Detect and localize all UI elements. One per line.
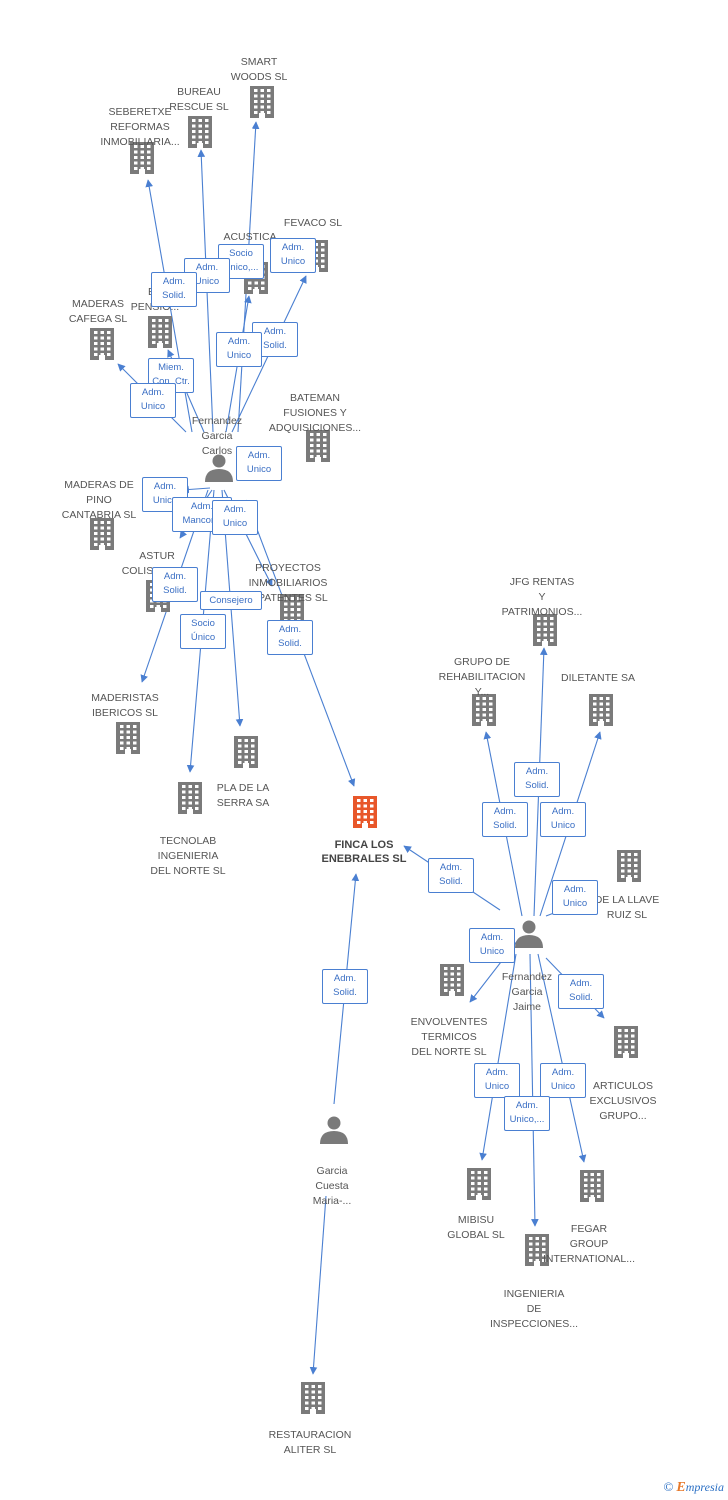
llave-building-icon[interactable] xyxy=(617,850,641,882)
node-label-diletante[interactable]: DILETANTE SA xyxy=(561,672,635,684)
node-label-envolventes[interactable]: ENVOLVENTES TERMICOS DEL NORTE SL xyxy=(410,1016,488,1058)
node-label-bureau[interactable]: BUREAU RESCUE SL xyxy=(169,86,229,113)
ba-building-icon[interactable] xyxy=(148,316,172,348)
edge-jaime-mibisu xyxy=(479,953,517,1161)
role-tag[interactable]: Adm. Solid. xyxy=(514,762,560,797)
node-label-carlos[interactable]: Fernandez Garcia Carlos xyxy=(191,415,243,457)
role-tag[interactable]: Adm. Unico xyxy=(469,928,515,963)
bateman-building-icon[interactable] xyxy=(306,430,330,462)
role-tag[interactable]: Adm. Solid. xyxy=(482,802,528,837)
node-label-jaime[interactable]: Fernandez Garcia Jaime xyxy=(501,971,553,1013)
role-tag[interactable]: Adm. Solid. xyxy=(428,858,474,893)
edge-maria-restauracion xyxy=(309,1195,327,1375)
role-tag[interactable]: Adm. Unico xyxy=(552,880,598,915)
role-tag[interactable]: Adm. Unico xyxy=(236,446,282,481)
empresia-logo-initial: E xyxy=(676,1480,686,1495)
finca-building-icon[interactable] xyxy=(353,796,377,828)
role-tag[interactable]: Adm. Unico xyxy=(540,802,586,837)
role-tag[interactable]: Adm. Solid. xyxy=(152,567,198,602)
empresia-logo-text: mpresia xyxy=(685,1480,724,1494)
node-label-llave[interactable]: DE LA LLAVE RUIZ SL xyxy=(594,894,660,921)
pla-building-icon[interactable] xyxy=(234,736,258,768)
node-label-fevaco[interactable]: FEVACO SL xyxy=(283,217,343,229)
node-label-maderascafega[interactable]: MADERAS CAFEGA SL xyxy=(68,298,128,325)
node-label-maderistas[interactable]: MADERISTAS IBERICOS SL xyxy=(91,692,159,719)
diletante-building-icon[interactable] xyxy=(589,694,613,726)
edge-jaime-ingenieria xyxy=(529,953,539,1227)
fegar-building-icon[interactable] xyxy=(580,1170,604,1202)
maderaspino-building-icon[interactable] xyxy=(90,518,114,550)
node-label-bateman[interactable]: BATEMAN FUSIONES Y ADQUISICIONES... xyxy=(268,392,362,434)
node-label-maderaspino[interactable]: MADERAS DE PINO CANTABRIA SL xyxy=(61,479,137,521)
node-label-seberetxe[interactable]: SEBERETXE REFORMAS INMOBILIARIA... xyxy=(100,106,180,148)
role-tag[interactable]: Adm. Unico xyxy=(540,1063,586,1098)
node-label-fegar[interactable]: FEGAR GROUP INTERNATIONAL... xyxy=(543,1223,635,1265)
node-label-articulos[interactable]: ARTICULOS EXCLUSIVOS GRUPO... xyxy=(589,1080,657,1122)
restauracion-building-icon[interactable] xyxy=(301,1382,325,1414)
maderistas-building-icon[interactable] xyxy=(116,722,140,754)
role-tag[interactable]: Adm. Solid. xyxy=(151,272,197,307)
role-tag[interactable]: Adm. Unico,... xyxy=(504,1096,550,1131)
jfg-building-icon[interactable] xyxy=(533,614,557,646)
role-tag[interactable]: Consejero xyxy=(200,591,262,610)
role-tag[interactable]: Adm. Unico xyxy=(270,238,316,273)
role-tag[interactable]: Adm. Unico xyxy=(474,1063,520,1098)
node-label-proyectos[interactable]: PROYECTOS INMOBILIARIOS Y PATENTES SL xyxy=(248,562,328,604)
tecnolab-building-icon[interactable] xyxy=(178,782,202,814)
maria-person-icon[interactable] xyxy=(320,1116,348,1145)
node-label-smart[interactable]: SMART WOODS SL xyxy=(230,56,288,83)
node-label-finca[interactable]: FINCA LOS ENEBRALES SL xyxy=(321,839,407,865)
node-label-tecnolab[interactable]: TECNOLAB INGENIERIA DEL NORTE SL xyxy=(150,835,226,877)
role-tag[interactable]: Adm. Unico xyxy=(216,332,262,367)
role-tag[interactable]: Adm. Solid. xyxy=(267,620,313,655)
jaime-person-icon[interactable] xyxy=(515,920,543,949)
grupo-building-icon[interactable] xyxy=(472,694,496,726)
role-tag[interactable]: Socio Único xyxy=(180,614,226,649)
node-label-maria[interactable]: Garcia Cuesta Maria-... xyxy=(312,1165,352,1207)
role-tag[interactable]: Adm. Unico xyxy=(130,383,176,418)
maderascafega-building-icon[interactable] xyxy=(90,328,114,360)
empresia-watermark: © Empresia xyxy=(664,1479,724,1496)
edge-jaime-fegar xyxy=(537,953,587,1163)
articulos-building-icon[interactable] xyxy=(614,1026,638,1058)
node-label-ingenieria[interactable]: INGENIERIA DE INSPECCIONES... xyxy=(489,1288,579,1330)
smart-building-icon[interactable] xyxy=(250,86,274,118)
role-tag[interactable]: Adm. Solid. xyxy=(322,969,368,1004)
node-label-pla[interactable]: PLA DE LA SERRA SA xyxy=(216,782,270,809)
bureau-building-icon[interactable] xyxy=(188,116,212,148)
seberetxe-building-icon[interactable] xyxy=(130,142,154,174)
mibisu-building-icon[interactable] xyxy=(467,1168,491,1200)
envolventes-building-icon[interactable] xyxy=(440,964,464,996)
copyright-icon: © xyxy=(663,1479,674,1494)
role-tag[interactable]: Adm. Solid. xyxy=(558,974,604,1009)
ingenieria-building-icon[interactable] xyxy=(525,1234,549,1266)
role-tag[interactable]: Adm. Unico xyxy=(212,500,258,535)
node-label-jfg[interactable]: JFG RENTAS Y PATRIMONIOS... xyxy=(501,576,583,618)
node-label-restauracion[interactable]: RESTAURACION ALITER SL xyxy=(268,1429,352,1456)
carlos-person-icon[interactable] xyxy=(205,454,233,483)
node-label-grupo[interactable]: GRUPO DE REHABILITACION Y... xyxy=(438,656,526,698)
node-label-mibisu[interactable]: MIBISU GLOBAL SL xyxy=(447,1214,505,1241)
